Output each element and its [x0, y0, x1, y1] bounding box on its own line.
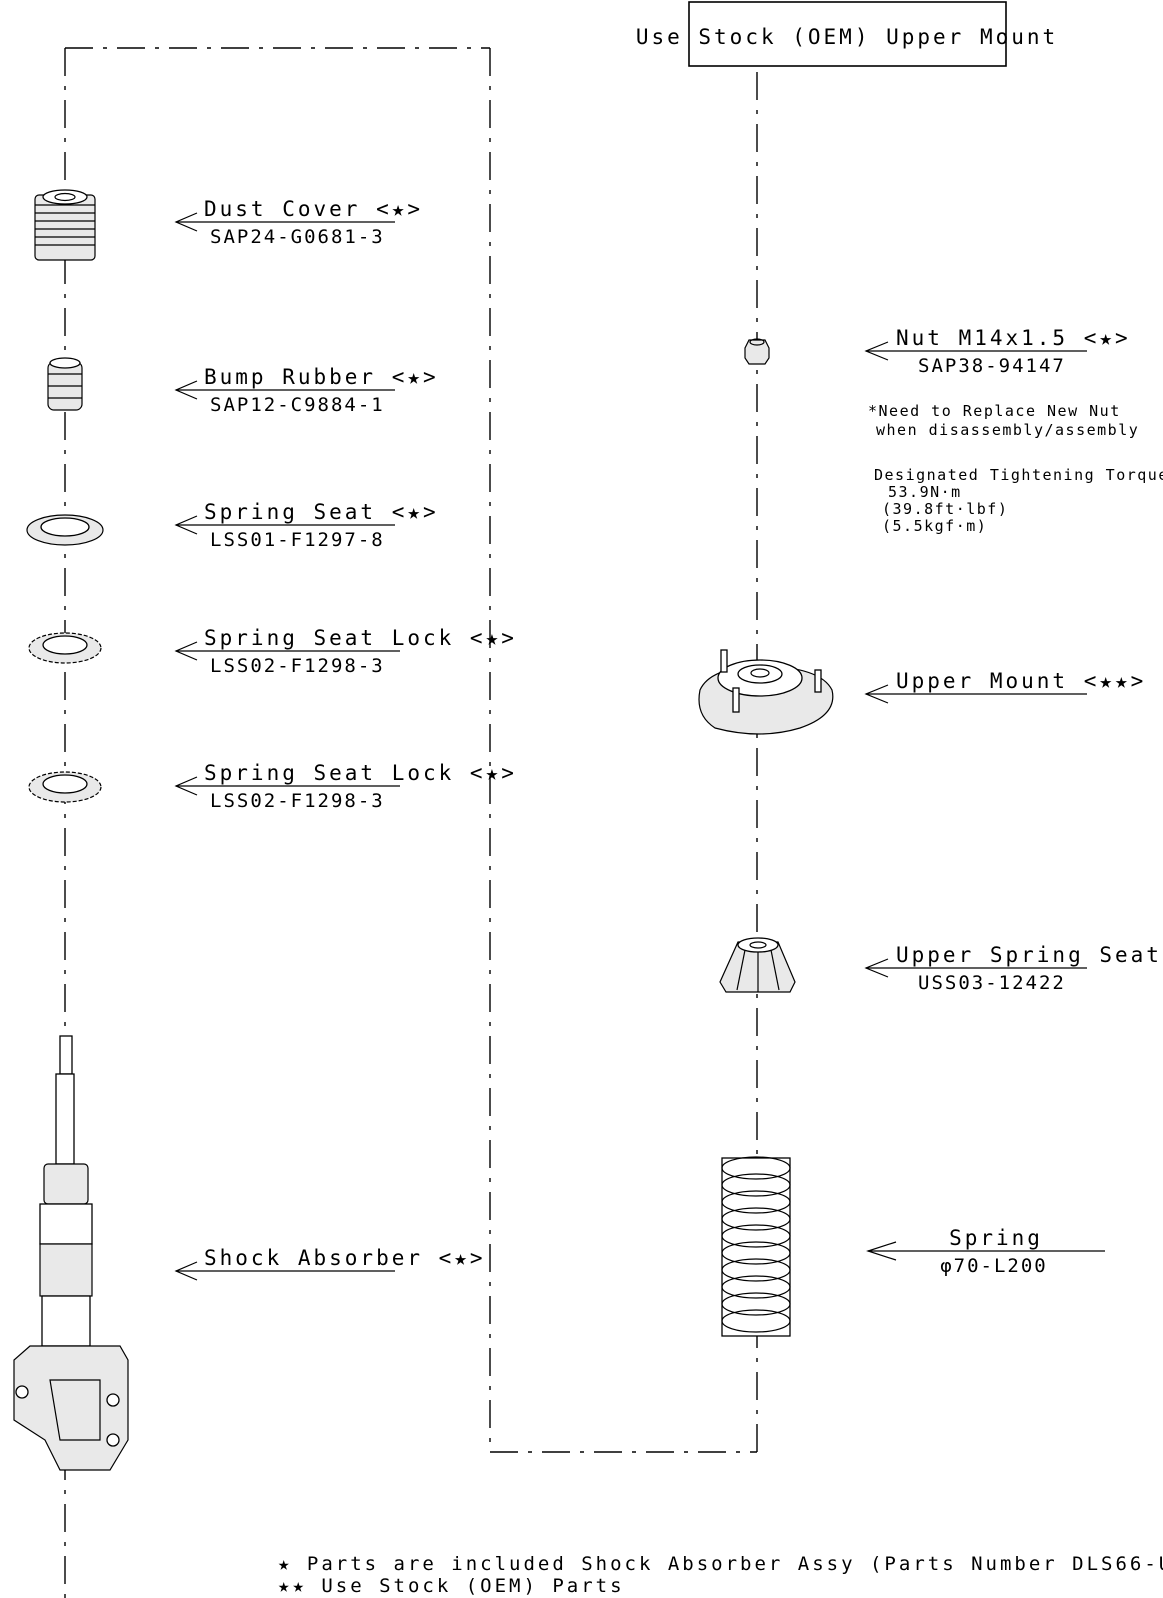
- spring-seat-lock-2-pn: LSS02-F1298-3: [210, 790, 385, 812]
- nut-note-line1: *Need to Replace New Nut: [868, 402, 1121, 420]
- header-box: Use Stock (OEM) Upper Mount: [636, 1, 1058, 67]
- nut-pn: SAP38-94147: [918, 355, 1066, 377]
- spring-drawing: [721, 1156, 791, 1337]
- dust-cover-pn: SAP24-G0681-3: [210, 226, 385, 248]
- spring-seat-lock-2-label: Spring Seat Lock <★>: [204, 761, 517, 785]
- upper-mount-drawing: [698, 649, 834, 735]
- nut-label: Nut M14x1.5 <★>: [896, 326, 1131, 350]
- bump-rubber-drawing: [47, 357, 83, 411]
- left-labels: Dust Cover <★> SAP24-G0681-3 Bump Rubber…: [174, 197, 517, 1281]
- legend-single-star: ★ Parts are included Shock Absorber Assy…: [278, 1553, 1163, 1575]
- torque-nm: 53.9N·m: [888, 483, 962, 501]
- upper-mount-label: Upper Mount <★★>: [896, 669, 1146, 693]
- bump-rubber-pn: SAP12-C9884-1: [210, 394, 385, 416]
- spring-label: Spring: [949, 1226, 1043, 1250]
- shock-absorber-label: Shock Absorber <★>: [204, 1246, 486, 1270]
- header-box-text: Use Stock (OEM) Upper Mount: [636, 25, 1058, 49]
- upper-spring-seat-pn: USS03-12422: [918, 972, 1066, 994]
- torque-ftlbf: (39.8ft·lbf): [882, 500, 1008, 518]
- spring-seat-drawing: [26, 514, 104, 546]
- legend: ★ Parts are included Shock Absorber Assy…: [278, 1553, 1163, 1597]
- spring-seat-lock-1-drawing: [28, 632, 102, 664]
- bump-rubber-label: Bump Rubber <★>: [204, 365, 439, 389]
- shock-absorber-drawing: [13, 1035, 129, 1471]
- dust-cover-label: Dust Cover <★>: [204, 197, 423, 221]
- spring-pn: φ70-L200: [940, 1255, 1048, 1277]
- spring-seat-pn: LSS01-F1297-8: [210, 529, 385, 551]
- torque-kgfm: (5.5kgf·m): [882, 517, 987, 535]
- upper-spring-seat-drawing: [719, 937, 796, 993]
- dust-cover-drawing: [34, 189, 96, 261]
- upper-spring-seat-label: Upper Spring Seat <★>: [896, 943, 1163, 967]
- nut-drawing: [744, 338, 770, 365]
- legend-double-star: ★★ Use Stock (OEM) Parts: [278, 1575, 625, 1597]
- spring-seat-lock-1-label: Spring Seat Lock <★>: [204, 626, 517, 650]
- spring-seat-lock-1-pn: LSS02-F1298-3: [210, 655, 385, 677]
- torque-title: Designated Tightening Torque: [874, 466, 1163, 484]
- assembly-frame: [64, 47, 758, 1598]
- nut-note-line2: when disassembly/assembly: [876, 421, 1139, 439]
- right-labels: Nut M14x1.5 <★> SAP38-94147 *Need to Rep…: [864, 326, 1163, 1277]
- spring-seat-label: Spring Seat <★>: [204, 500, 439, 524]
- spring-seat-lock-2-drawing: [28, 771, 102, 803]
